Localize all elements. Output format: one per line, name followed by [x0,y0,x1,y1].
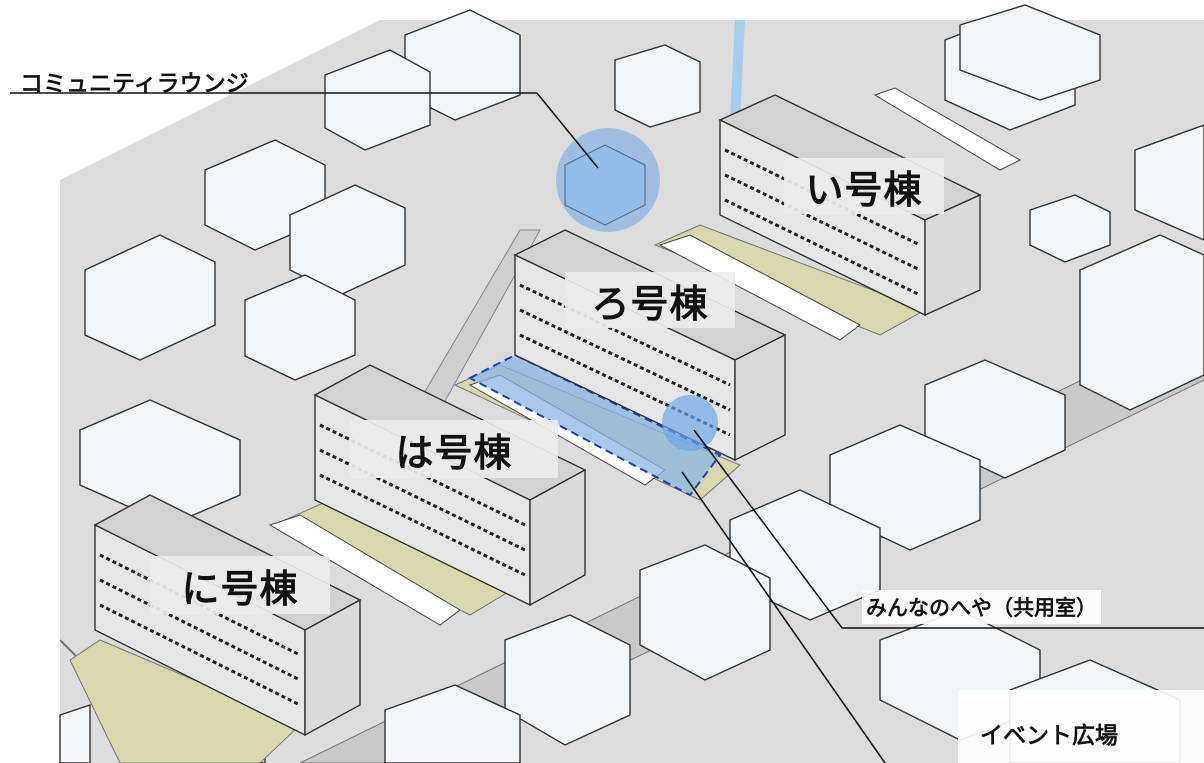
leader-community-lounge [10,92,599,169]
window-row [99,553,301,657]
block [324,49,431,151]
building-label-i: い号棟 [784,158,944,214]
window-row [519,308,731,412]
block [59,704,91,763]
window-row [519,283,731,387]
building-side-wall [304,598,361,737]
leader-lines [10,92,1204,763]
building-label-ro: ろ号棟 [565,272,735,328]
window-row [99,578,301,682]
building-label-ha: は号棟 [350,420,558,478]
block [959,4,1101,101]
window-row [724,198,921,297]
block [289,184,406,296]
block [1029,194,1111,263]
window-row [99,603,301,707]
window-row [519,333,731,437]
callout-common-room: みんなのへや（共用室） [862,590,1101,624]
parking-row [873,87,1022,171]
block [84,234,216,361]
building-side-wall [734,333,786,462]
lawn [69,639,301,763]
block [384,684,521,763]
block [79,399,241,526]
community-lounge-highlight [556,128,660,232]
block [614,44,701,128]
block [244,274,356,381]
block [639,544,771,681]
event-plaza-highlight [467,353,722,497]
leader-common-room [693,429,1204,629]
block [1134,124,1204,241]
common-room-highlight [662,395,718,451]
parking-row [658,234,861,341]
block [1079,234,1204,411]
building-label-ni: に号棟 [150,556,330,614]
window-row [724,173,921,272]
window-row [319,473,526,577]
building-side-wall [529,468,586,607]
callout-event-plaza: イベント広場 [958,690,1204,763]
leader-event-plaza [681,471,886,763]
callout-community-lounge: コミュニティラウンジ [20,71,249,97]
parking-row [268,514,461,626]
building-side-wall [924,193,981,317]
